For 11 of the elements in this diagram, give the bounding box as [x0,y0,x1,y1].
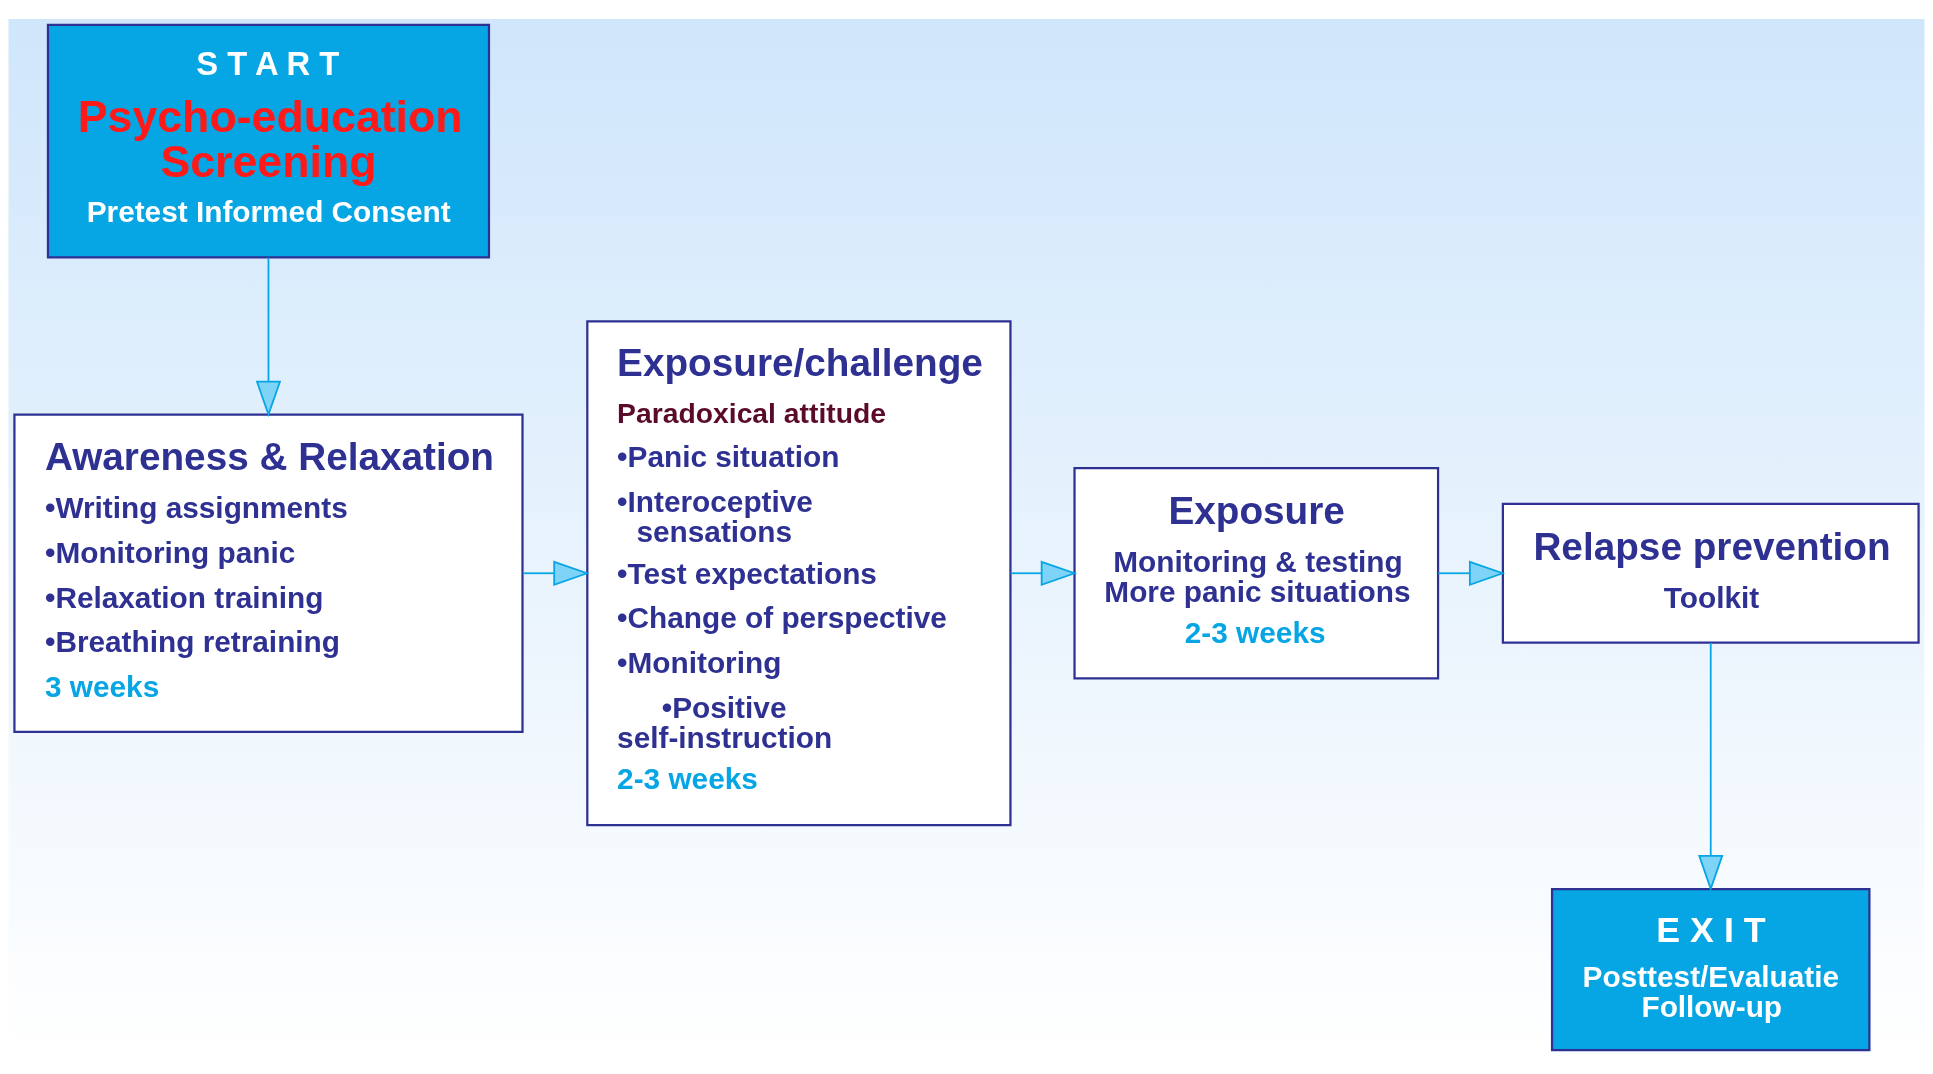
arrow [1698,641,1724,891]
arrow [1009,560,1078,586]
node-box: E X I T Posttest/Evaluatie Follow-up [1550,887,1871,1051]
arrow [521,560,590,586]
node-box: Awareness & Relaxation •Writing assignments •Monitoring panic •Relaxation training •Breathing retraining 3 weeks [13,412,524,733]
node-box: Relapse prevention Toolkit [1501,502,1920,644]
node-box: Exposure Monitoring & testing More panic situations 2-3 weeks [1073,466,1440,679]
arrow [255,256,282,417]
node-box: Exposure/challenge Paradoxical attitude •Panic situation •Interoceptive sensations •Test expectations •Change of perspective •Monitoring •Positive self-instruction 2-3 weeks [586,319,1012,826]
arrow [1437,560,1506,586]
node-box: S T A R T Psycho-education Screening Pretest Informed Consent [46,23,491,258]
